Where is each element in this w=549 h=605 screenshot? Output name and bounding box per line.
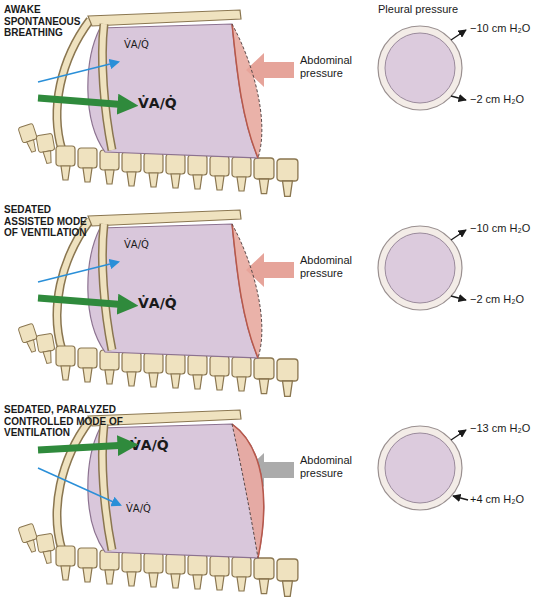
perfusion-arrow [38, 62, 118, 82]
leader-arrow [451, 230, 466, 240]
ratio-label: V̇A/Q̇ [124, 39, 149, 50]
diaphragm-line [232, 424, 264, 558]
lung-shape: V̇A/Q̇ V̇A/Q̇ [80, 415, 275, 565]
diaphragm-line [232, 24, 258, 158]
diaphragm-shift [232, 424, 264, 558]
ventilation-arrow [38, 445, 128, 450]
diaphragm-rest [232, 224, 262, 358]
pressure-value: −10 cm H₂O [470, 222, 548, 235]
ratio-label: V̇A/Q̇ [138, 95, 177, 111]
pressure-arrow [246, 253, 294, 287]
pressure-arrow [246, 53, 294, 87]
lung-shape: V̇A/Q̇ V̇A/Q̇ [80, 215, 275, 365]
pleural-circle [378, 26, 462, 110]
diaphragm-line [232, 224, 258, 358]
ventilation-arrow [38, 98, 128, 105]
rib [102, 424, 112, 550]
pressure-label: Abdominal pressure [300, 254, 362, 279]
leader-arrow [451, 30, 466, 40]
diaphragm-shift [232, 224, 262, 358]
rib [102, 224, 112, 350]
lung-outline [80, 215, 275, 365]
ratio-label: V̇A/Q̇ [130, 437, 169, 453]
panel-title: SEDATED ASSISTED MODE OF VENTILATION [4, 204, 99, 239]
ventilation-arrow [38, 298, 128, 305]
lung-shape: V̇A/Q̇ V̇A/Q̇ [80, 15, 275, 165]
pressure-value: −13 cm H₂O [470, 422, 548, 435]
perfusion-arrow [38, 468, 120, 505]
leader-arrow [451, 96, 466, 100]
pressure-value: +4 cm H₂O [470, 493, 548, 506]
pressure-value: −2 cm H₂O [470, 293, 548, 306]
pressure-value: −2 cm H₂O [470, 93, 548, 106]
pressure-label: Abdominal pressure [300, 454, 362, 479]
pleural-circle [378, 426, 462, 510]
ratio-label: V̇A/Q̇ [138, 295, 177, 311]
panel-title: AWAKE SPONTANEOUS BREATHING [4, 4, 104, 39]
lung-outline [80, 15, 275, 165]
pleural-circle [378, 226, 462, 310]
column-heading: Pleural pressure [378, 3, 488, 16]
perfusion-arrow [38, 262, 118, 282]
diaphragm-shift [232, 24, 262, 158]
pressure-label: Abdominal pressure [300, 54, 362, 79]
pressure-value: −10 cm H₂O [470, 22, 548, 35]
lung-outline [80, 415, 275, 565]
panel-title: SEDATED, PARALYZED CONTROLLED MODE OF VE… [4, 404, 126, 439]
leader-arrow [451, 430, 466, 440]
diaphragm-rest [232, 424, 258, 558]
ratio-label: V̇A/Q̇ [124, 239, 149, 250]
diaphragm-rest [232, 24, 262, 158]
leader-arrow [453, 496, 468, 500]
leader-arrow [451, 296, 466, 300]
ratio-label: V̇A/Q̇ [126, 503, 151, 514]
rib [102, 24, 112, 150]
